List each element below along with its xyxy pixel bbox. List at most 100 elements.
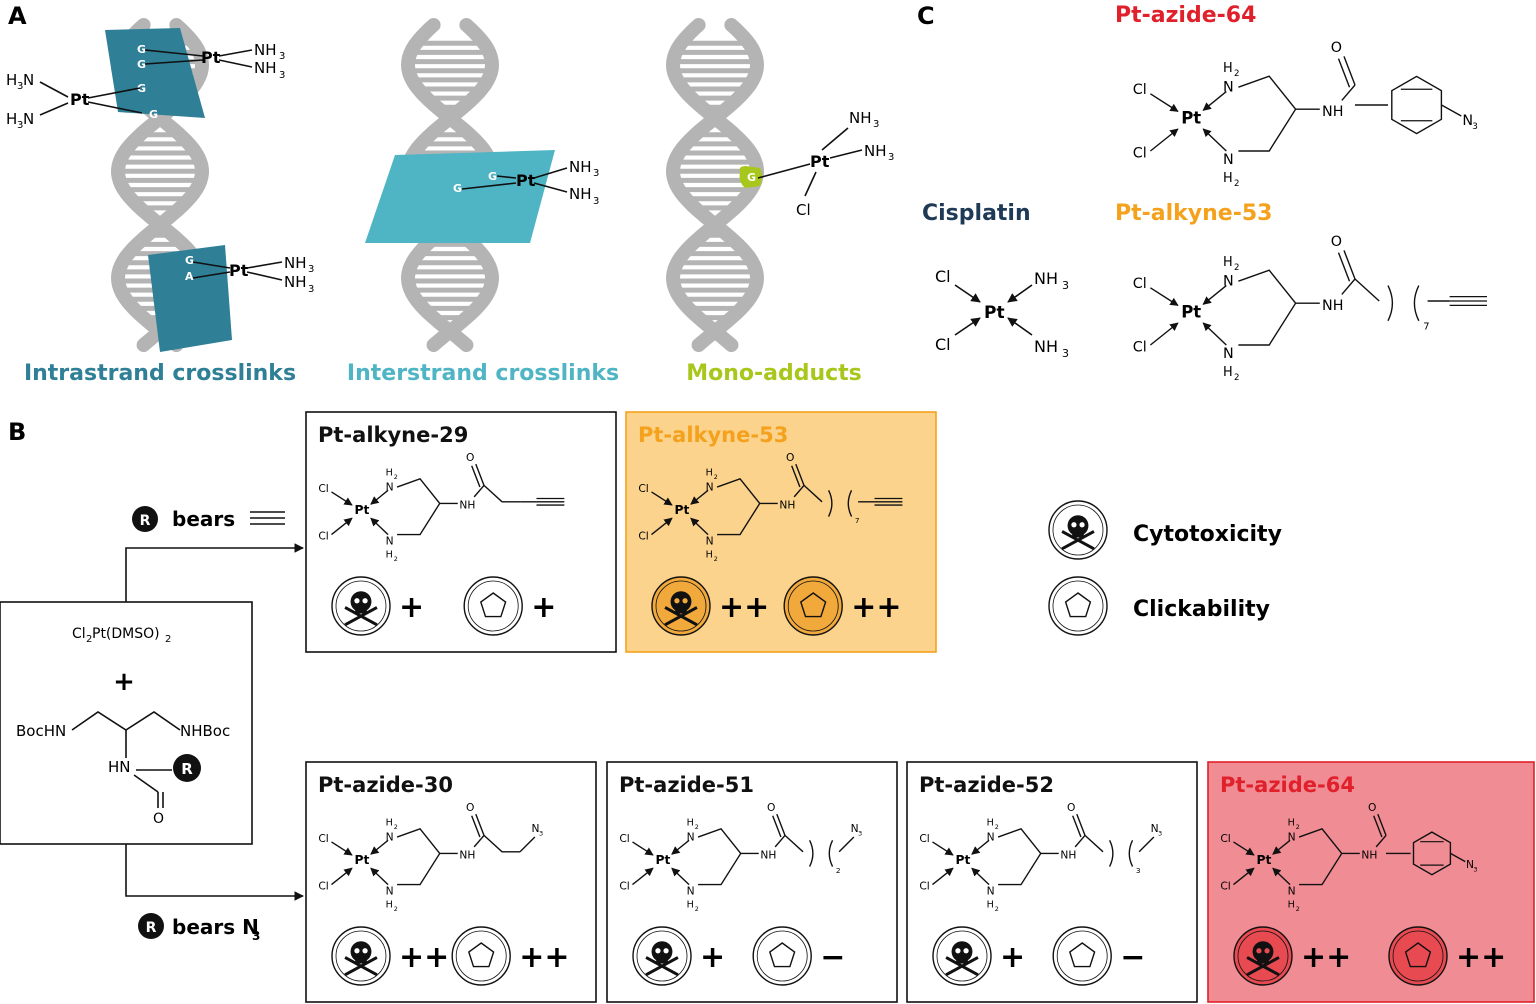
svg-text:Cl: Cl [72,626,86,642]
clickability-score: ++ [1456,940,1506,975]
route-alkyne-arrow [125,543,304,602]
triazole-icon [1052,926,1112,986]
svg-text:H: H [1288,900,1295,911]
nh-label: NH [1322,298,1343,314]
svg-text:3: 3 [1158,829,1162,837]
pt-dmso-label: Pt(DMSO) [92,626,160,642]
cl-atom: Cl [638,530,648,543]
svg-text:H: H [987,818,994,829]
clickability-score: + [531,590,556,625]
o-atom: O [466,801,474,814]
interstrand-plane [365,150,555,243]
nh-label: NH [1060,848,1076,861]
panel-label-b: B [8,418,26,446]
o-atom: O [1331,234,1342,250]
cl-atom: Cl [638,482,648,495]
legend-cytotoxicity: Cytotoxicity [1133,522,1282,547]
n-atom: N [987,830,995,843]
nh3-label: NH [849,109,872,127]
cl-atom: Cl [1133,276,1147,292]
svg-text:3: 3 [17,120,23,131]
svg-text:2: 2 [1296,823,1300,831]
svg-text:3: 3 [279,51,285,62]
svg-text:Cl: Cl [935,267,951,286]
pt-atom: Pt [201,48,221,67]
dna-helix-intrastrand [105,18,232,352]
compound-title: Pt-alkyne-53 [638,423,788,447]
cytotoxicity-score: ++ [719,590,769,625]
svg-text:2: 2 [1296,905,1300,913]
nh3-label: NH [569,185,592,203]
panel-c-azide64-title: Pt-azide-64 [1115,3,1256,28]
panel-label-a: A [8,2,27,30]
compound-title: Pt-azide-51 [619,773,754,797]
pt-atom: Pt [516,171,536,190]
base-label: G [137,82,146,95]
nhboc-label: NHBoc [180,722,230,740]
r-group-circle [173,754,201,782]
pt-atom: Pt [1256,853,1271,867]
n-atom: N [1223,152,1234,168]
pt-atom: Pt [810,152,830,171]
svg-text:Cl: Cl [935,335,951,354]
cl-label: Cl [796,201,811,219]
o-atom: O [1331,40,1342,56]
svg-text:3: 3 [308,284,314,295]
o-atom: O [786,451,794,464]
svg-text:2: 2 [695,823,699,831]
cl-atom: Cl [1220,832,1230,845]
route-azide-arrow [125,844,304,901]
cl-atom: Cl [919,880,929,893]
svg-text:3: 3 [1473,865,1477,873]
azide-label: N [851,822,859,835]
pt-atom: Pt [354,503,369,517]
svg-text:H: H [1223,171,1233,186]
n-atom: N [1223,80,1234,96]
azide-label: N [1462,113,1473,129]
pt-atom: Pt [229,261,249,280]
h3n-label: H [6,110,17,128]
svg-text:2: 2 [995,823,999,831]
panel-c-alkyne53-title: Pt-alkyne-53 [1115,201,1272,226]
dna-strand [665,18,765,352]
pt-atom: Pt [984,303,1005,323]
svg-text:3: 3 [252,929,260,943]
repeat-count: 7 [1423,322,1429,333]
benzene-ring [1412,831,1452,876]
triazole-icon [752,926,812,986]
cytotoxicity-score: + [700,940,725,975]
n-atom: N [706,480,714,493]
cl-atom: Cl [318,880,328,893]
svg-text:2: 2 [1234,263,1239,273]
r-group-circle [132,506,158,532]
base-label: G [488,170,497,183]
n-atom: N [1223,346,1234,362]
repeat-count: 7 [855,516,860,525]
intrastrand-plane-bottom [148,245,232,352]
triazole-icon [783,576,843,636]
n-atom: N [1223,274,1234,290]
panel-label-c: C [917,2,935,30]
pt-atom: Pt [70,90,90,109]
cl-atom: Cl [318,832,328,845]
azide-label: N [1466,858,1474,871]
n-atom: N [1288,884,1296,897]
azide-label: N [1151,822,1159,835]
pt-atom: Pt [1181,303,1201,322]
svg-text:H: H [386,550,393,561]
svg-text:H: H [687,818,694,829]
svg-text:3: 3 [539,829,543,837]
n-atom: N [1288,830,1296,843]
n-atom: N [687,884,695,897]
svg-text:H: H [1223,61,1233,76]
caption-mono-adducts: Mono-adducts [686,361,862,386]
n-atom: N [386,830,394,843]
svg-text:3: 3 [279,70,285,81]
svg-text:R: R [146,920,157,936]
o-atom: O [1067,801,1075,814]
